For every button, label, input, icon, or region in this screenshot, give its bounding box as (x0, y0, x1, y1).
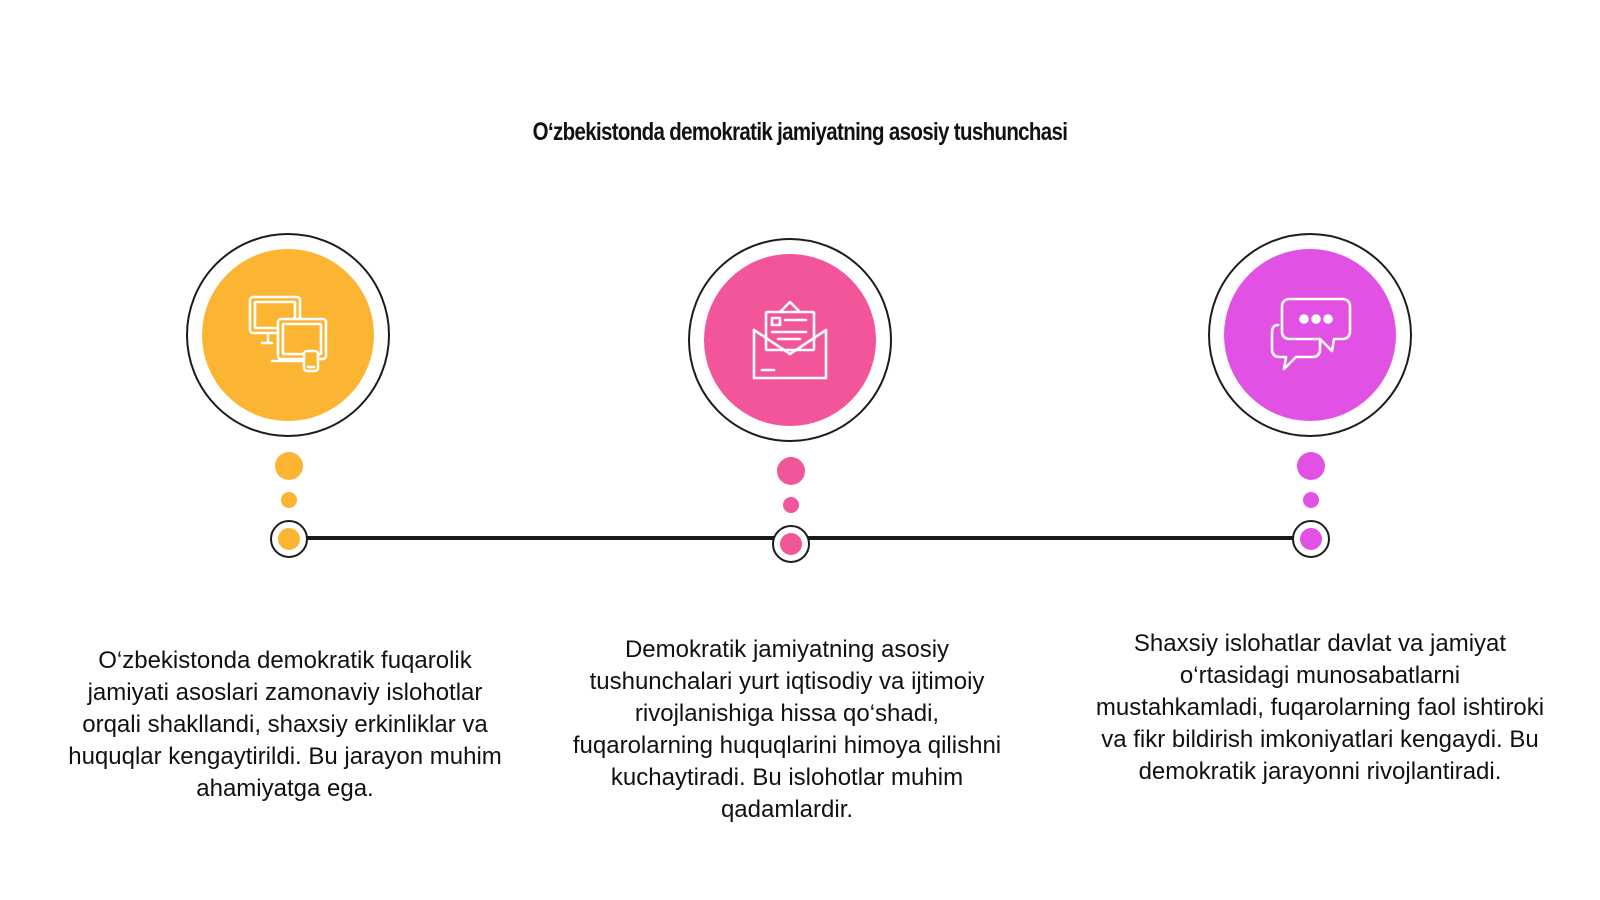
step-2-icon-disc (704, 254, 876, 426)
step-3-description: Shaxsiy islohatlar davlat va jamiyat o‘r… (1095, 630, 1545, 785)
step-1-connector-dot-large (275, 452, 303, 480)
step-1-connector-dot-small (281, 492, 297, 508)
chat-bubbles-icon (1270, 297, 1352, 371)
step-3-connector-dot-large (1297, 452, 1325, 480)
step-3-icon-ring (1208, 233, 1412, 437)
step-2-icon-ring (688, 238, 892, 442)
step-2-marker-fill (780, 533, 802, 555)
step-2-timeline-marker (772, 525, 810, 563)
step-1-description: O‘zbekistonda demokratik fuqarolik jamiy… (68, 647, 502, 802)
step-1-timeline-marker (270, 520, 308, 558)
step-3-icon-disc (1224, 249, 1396, 421)
step-2-connector-dot-large (777, 457, 805, 485)
step-1-icon-disc (202, 249, 374, 421)
devices-icon (248, 295, 328, 373)
step-3-connector-dot-small (1303, 492, 1319, 508)
step-1-marker-fill (278, 528, 300, 550)
step-3-timeline-marker (1292, 520, 1330, 558)
step-1-icon-ring (186, 233, 390, 437)
diagram-title: Oʻzbekistonda demokratik jamiyatning aso… (532, 118, 1068, 146)
step-2-connector-dot-small (783, 497, 799, 513)
envelope-letter-icon (752, 300, 828, 380)
step-2-description: Demokratik jamiyatning asosiy tushunchal… (572, 636, 1002, 823)
step-3-marker-fill (1300, 528, 1322, 550)
